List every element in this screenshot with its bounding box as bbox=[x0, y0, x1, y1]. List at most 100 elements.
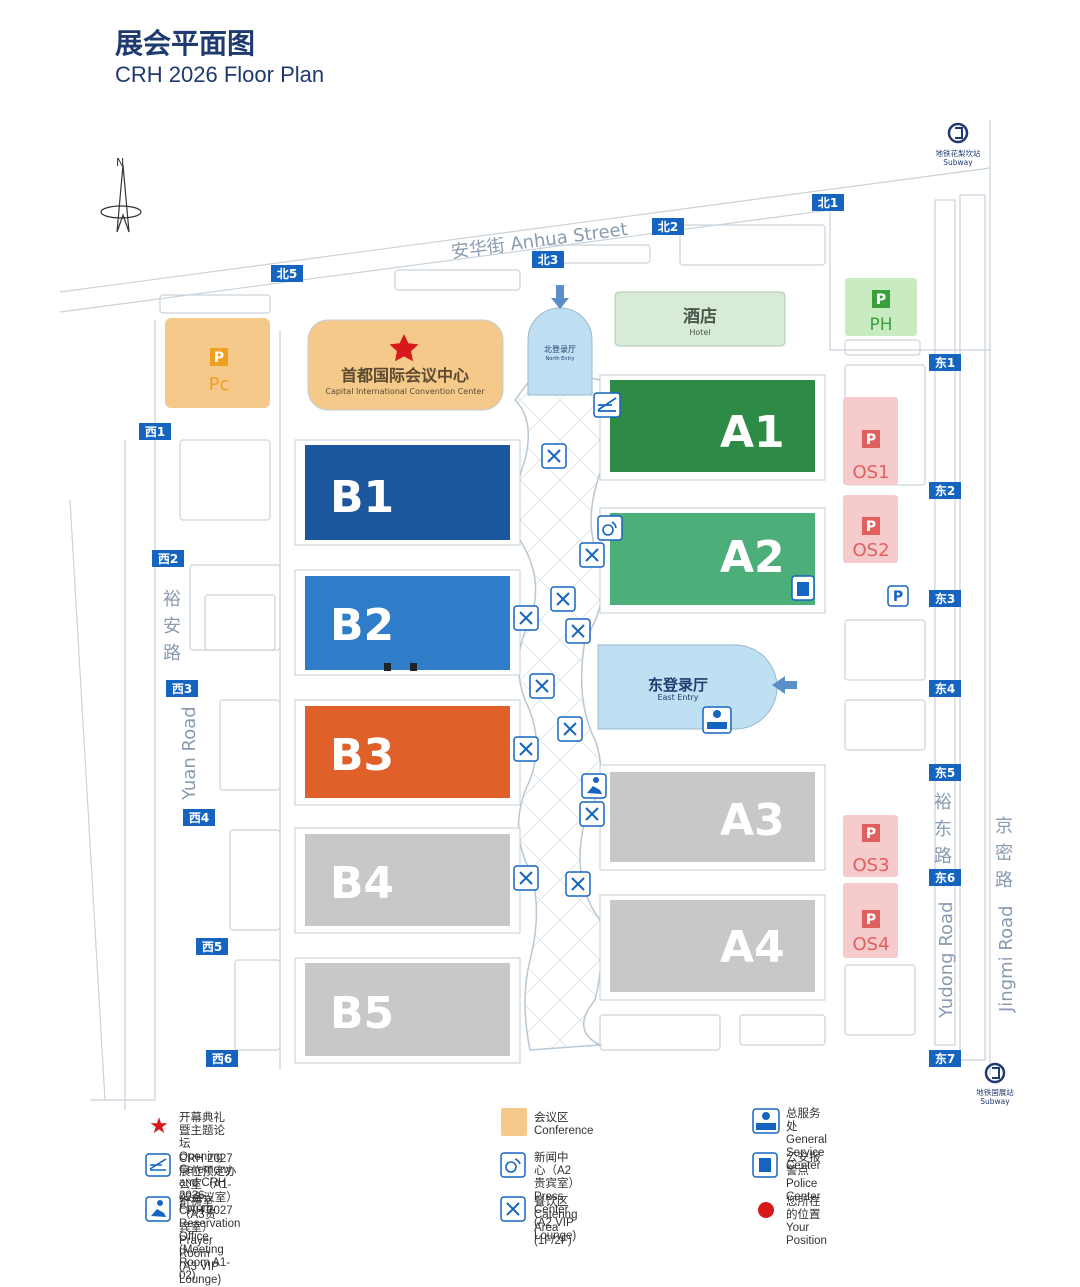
gate-e1[interactable]: 东1 bbox=[929, 354, 961, 371]
catering-icon[interactable] bbox=[565, 618, 591, 644]
hall-b4[interactable]: B4 bbox=[294, 827, 521, 934]
jingmi-road-cn-2: 密 bbox=[995, 843, 1013, 864]
gate-w6-label: 西6 bbox=[212, 1052, 232, 1066]
floor-plan-map: N 安华街 Anhua Street B1 B2 B3 B4 B5 A1 bbox=[59, 120, 1017, 1110]
hall-b1-label: B1 bbox=[330, 472, 394, 523]
gate-n3[interactable]: 北3 bbox=[532, 251, 564, 268]
parking-os2-p-icon: P bbox=[866, 519, 876, 535]
hall-b4-label: B4 bbox=[330, 858, 394, 909]
subway-north-label-cn: 地铁花梨坎站 bbox=[936, 148, 981, 158]
gate-w6[interactable]: 西6 bbox=[206, 1050, 238, 1067]
gate-e2[interactable]: 东2 bbox=[929, 482, 961, 499]
gate-n2[interactable]: 北2 bbox=[652, 218, 684, 235]
legend-police-en: Police Center bbox=[786, 1178, 821, 1203]
hall-b5-label: B5 bbox=[330, 988, 394, 1039]
legend-conference-en: Conference bbox=[534, 1125, 594, 1137]
legend-item-prayer-room: 祈祷室（A3贵宾室）Prayer Room (A3 VIP Lounge) bbox=[145, 1196, 221, 1287]
subway-south[interactable]: 地铁国展站 Subway bbox=[976, 1062, 1014, 1106]
gate-w2[interactable]: 西2 bbox=[152, 550, 184, 567]
gate-w3[interactable]: 西3 bbox=[166, 680, 198, 697]
parking-pc[interactable]: P Pc bbox=[165, 318, 270, 408]
parking-os3-p-icon: P bbox=[866, 826, 876, 842]
yudong-road-cn-1: 裕 bbox=[934, 792, 952, 813]
parking-os2[interactable]: P OS2 bbox=[843, 495, 898, 563]
page-title-cn: 展会平面图 bbox=[115, 27, 256, 60]
catering-icon[interactable] bbox=[550, 586, 576, 612]
parking-os4[interactable]: P OS4 bbox=[843, 883, 898, 958]
police-center-icon[interactable] bbox=[791, 575, 815, 601]
parking-ph-p-icon: P bbox=[876, 292, 886, 308]
catering-icon bbox=[500, 1196, 528, 1224]
gate-labels: 北1 北2 北3 北5 西1 西2 西3 西4 西5 西6 东1 东2 东3 东… bbox=[139, 194, 961, 1067]
hall-a2[interactable]: A2 bbox=[599, 507, 826, 614]
legend-police-cn: 公安报警点 bbox=[786, 1152, 821, 1177]
gate-e7-label: 东7 bbox=[935, 1051, 955, 1066]
prayer-room-icon[interactable] bbox=[581, 773, 607, 799]
hall-a4[interactable]: A4 bbox=[599, 894, 826, 1001]
subway-north[interactable]: 地铁花梨坎站 Subway bbox=[936, 122, 981, 167]
catering-icon[interactable] bbox=[557, 716, 583, 742]
east-entry-hall[interactable]: 东登录厅 East Entry bbox=[597, 644, 797, 730]
catering-icon[interactable] bbox=[513, 736, 539, 762]
hall-a2-label: A2 bbox=[720, 532, 785, 583]
legend-press-en: Press Center (A2 VIP Lounge) bbox=[534, 1191, 577, 1242]
parking-os1[interactable]: P OS1 bbox=[843, 397, 898, 485]
gate-e5-label: 东5 bbox=[935, 765, 955, 780]
catering-icon[interactable] bbox=[513, 865, 539, 891]
catering-icon[interactable] bbox=[579, 801, 605, 827]
hall-b2[interactable]: B2 bbox=[294, 569, 521, 676]
yudong-road-en: Yudong Road bbox=[936, 902, 957, 1020]
gate-w4[interactable]: 西4 bbox=[183, 809, 215, 826]
gate-e7[interactable]: 东7 bbox=[929, 1050, 961, 1067]
convention-center[interactable]: 首都国际会议中心 Capital International Conventio… bbox=[307, 319, 504, 411]
page-title-en: CRH 2026 Floor Plan bbox=[115, 62, 325, 87]
convention-center-label-cn: 首都国际会议中心 bbox=[341, 366, 469, 385]
prayer-room-icon bbox=[145, 1196, 173, 1224]
gate-n3-label: 北3 bbox=[538, 252, 558, 267]
catering-icon[interactable] bbox=[541, 443, 567, 469]
gate-e1-label: 东1 bbox=[935, 355, 955, 370]
press-center-icon[interactable] bbox=[597, 515, 623, 541]
yuan-road-en: Yuan Road bbox=[179, 706, 200, 801]
catering-icon[interactable] bbox=[579, 542, 605, 568]
gate-e6[interactable]: 东6 bbox=[929, 869, 961, 886]
parking-small[interactable]: P bbox=[887, 585, 909, 607]
parking-small-p-icon: P bbox=[893, 589, 903, 605]
parking-os1-label: OS1 bbox=[852, 462, 889, 483]
hall-b5[interactable]: B5 bbox=[294, 957, 521, 1064]
hall-a1[interactable]: A1 bbox=[599, 374, 826, 481]
gate-e3[interactable]: 东3 bbox=[929, 590, 961, 607]
parking-os2-label: OS2 bbox=[852, 540, 889, 561]
parking-os3[interactable]: P OS3 bbox=[843, 815, 898, 877]
catering-icon[interactable] bbox=[565, 871, 591, 897]
parking-ph[interactable]: P PH bbox=[845, 278, 917, 336]
yudong-road-labels: 裕 东 路 Yudong Road bbox=[934, 792, 957, 1019]
reservation-office-icon[interactable] bbox=[593, 392, 621, 418]
hall-b1[interactable]: B1 bbox=[294, 439, 521, 546]
yudong-road-cn-3: 路 bbox=[934, 846, 952, 867]
hall-b3[interactable]: B3 bbox=[294, 699, 521, 806]
legend-conference-cn: 会议区 bbox=[534, 1112, 569, 1124]
hotel-label-cn: 酒店 bbox=[683, 306, 717, 327]
legend-position-cn: 您所在的位置 bbox=[786, 1196, 821, 1221]
gate-n5[interactable]: 北5 bbox=[271, 265, 303, 282]
north-entry-hall[interactable]: 北登录厅 North Entry bbox=[527, 285, 593, 396]
legend-press-cn: 新闻中心（A2贵宾室） bbox=[534, 1152, 580, 1190]
hall-a4-label: A4 bbox=[720, 922, 785, 973]
gate-w5[interactable]: 西5 bbox=[196, 938, 228, 955]
catering-icon[interactable] bbox=[513, 605, 539, 631]
hall-a3[interactable]: A3 bbox=[599, 764, 826, 871]
parking-os3-label: OS3 bbox=[852, 855, 889, 876]
legend-reservation-cn: CRH 2027 展位预定办公室（A1-02会议室） bbox=[179, 1153, 238, 1204]
gate-e4[interactable]: 东4 bbox=[929, 680, 961, 697]
gate-n1[interactable]: 北1 bbox=[812, 194, 844, 211]
catering-icon[interactable] bbox=[529, 673, 555, 699]
general-service-center-icon[interactable] bbox=[702, 706, 732, 734]
hotel[interactable]: 酒店 Hotel bbox=[614, 291, 786, 347]
gate-w1[interactable]: 西1 bbox=[139, 423, 171, 440]
east-entry-label-en: East Entry bbox=[657, 693, 698, 702]
gate-e5[interactable]: 东5 bbox=[929, 764, 961, 781]
